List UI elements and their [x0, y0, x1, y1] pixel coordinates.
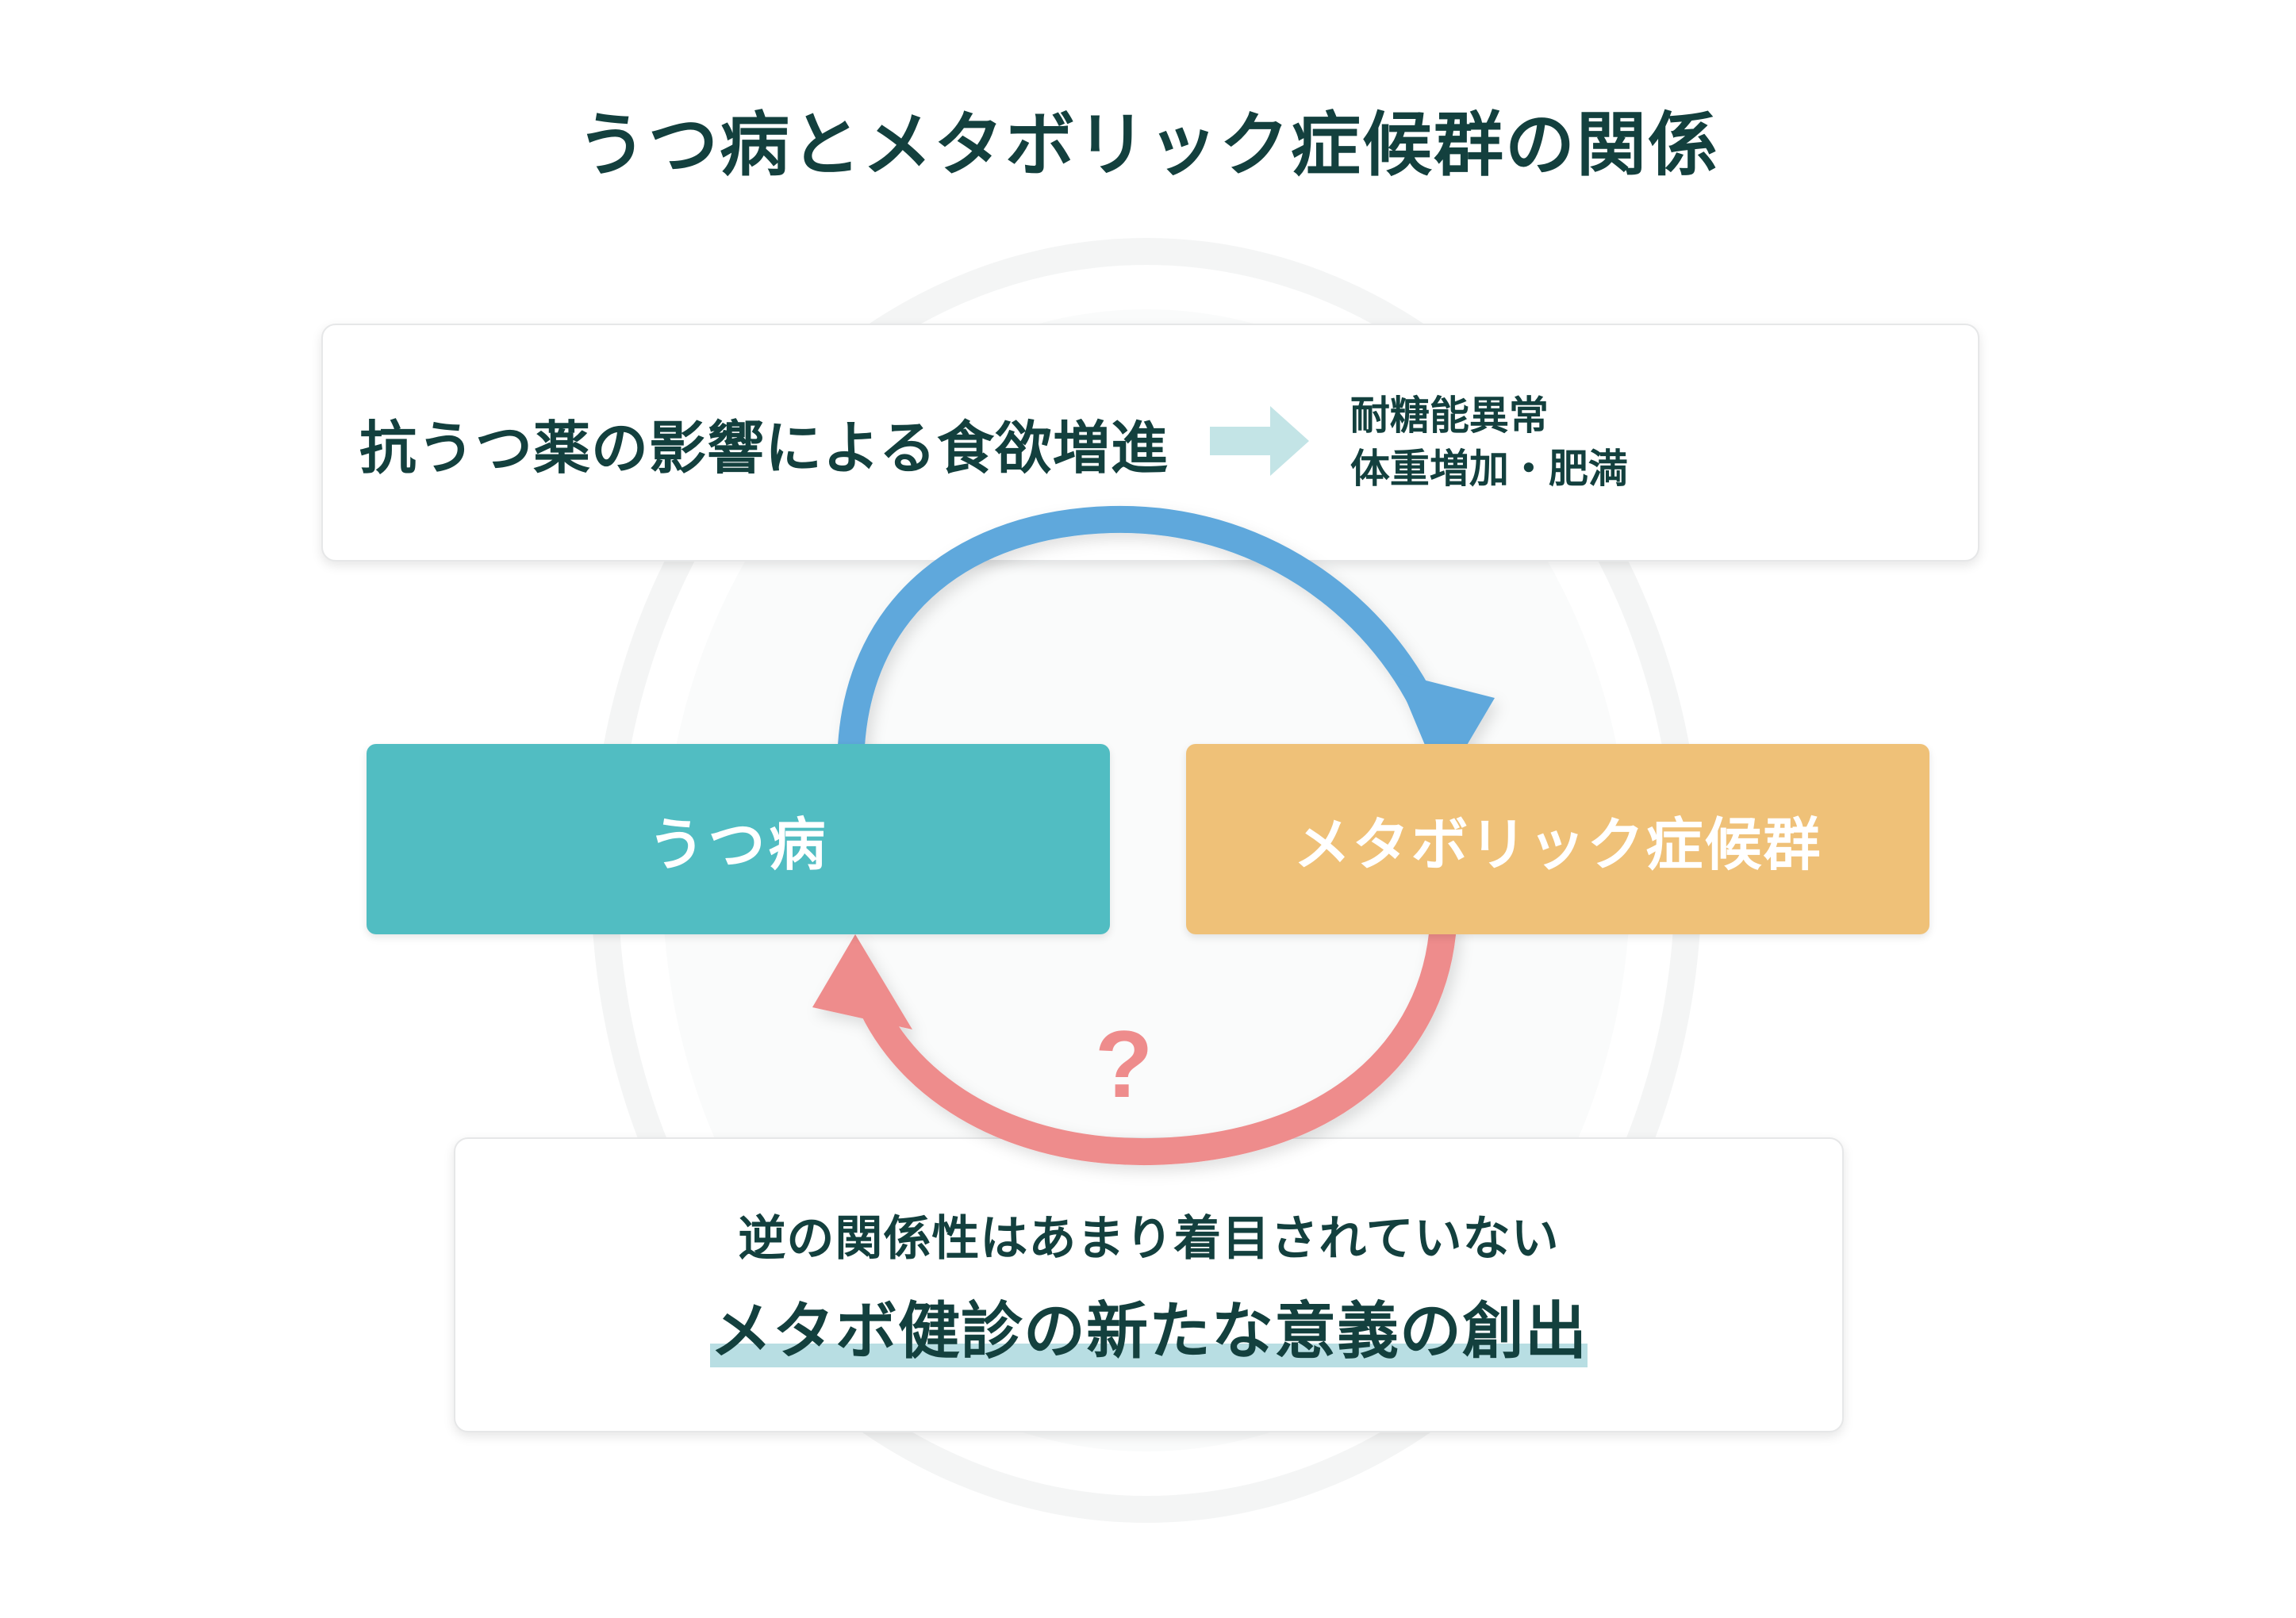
new-significance-text: メタボ健診の新たな意義の創出	[709, 1295, 1588, 1366]
new-significance-wrap: メタボ健診の新たな意義の創出	[709, 1282, 1588, 1371]
concept-box-metabolic-syndrome[interactable]: メタボリック症候群	[1186, 744, 1929, 934]
concept-box-metabolic-syndrome-label: メタボリック症候群	[1293, 813, 1822, 877]
effects-list: 耐糖能異常 体重増加・肥満	[1350, 389, 1628, 496]
antidepressant-effect-card: 抗うつ薬の影響による食欲増進 耐糖能異常 体重増加・肥満	[321, 324, 1979, 562]
cause-text: 抗うつ薬の影響による食欲増進	[359, 416, 1169, 481]
effect-item-1: 耐糖能異常	[1350, 393, 1549, 438]
highlight-bar	[709, 1343, 1588, 1367]
reverse-relation-card: 逆の関係性はあまり着目されていない メタボ健診の新たな意義の創出	[454, 1137, 1844, 1432]
right-block-arrow-icon	[1209, 405, 1309, 480]
page-title: うつ病とメタボリック症候群の関係	[576, 105, 1719, 184]
reverse-relation-note: 逆の関係性はあまり着目されていない	[738, 1211, 1560, 1265]
concept-box-depression-label: うつ病	[647, 813, 829, 877]
concept-box-depression[interactable]: うつ病	[367, 744, 1110, 934]
effect-item-2: 体重増加・肥満	[1350, 447, 1628, 491]
reverse-relation-question-mark: ?	[1095, 1011, 1154, 1118]
